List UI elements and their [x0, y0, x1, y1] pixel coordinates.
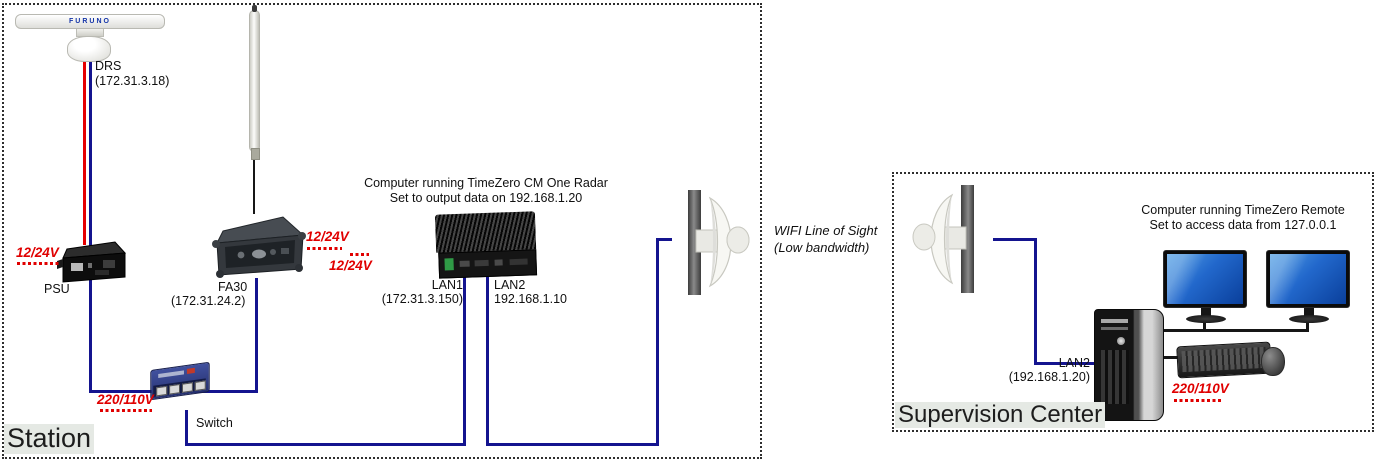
fa30-power-bottom-label: 12/24V [329, 258, 372, 273]
switch-label: Switch [196, 416, 233, 430]
rugged-computer-icon [434, 211, 538, 279]
wifi-link-caption: WIFI Line of Sight (Low bandwidth) [758, 222, 892, 256]
switch-power-label: 220/110V [97, 392, 154, 407]
psu-icon [55, 239, 129, 285]
cable-monitors-horizontal [1160, 329, 1309, 332]
drs-label: DRS [95, 59, 122, 73]
tower-pc-icon [1094, 309, 1164, 421]
cable-lan1-vertical [463, 277, 466, 446]
monitor1-icon [1163, 250, 1249, 323]
fa30-power-bottom-dots [350, 253, 369, 256]
wifi-link-line1: WIFI Line of Sight [774, 223, 878, 238]
supervision-title: Supervision Center [895, 401, 1106, 429]
cable-antenna-stub [656, 238, 672, 241]
drs-ip: (172.31.3.18) [95, 74, 170, 88]
supervision-wifi-dish-icon [900, 185, 982, 293]
supervision-computer-caption: Computer running TimeZero Remote Set to … [1112, 203, 1374, 233]
station-title: Station [4, 423, 95, 454]
station-computer-caption: Computer running TimeZero CM One Radar S… [340, 176, 632, 206]
antenna-pole [688, 190, 701, 295]
whip-antenna-icon [249, 5, 260, 160]
fa30-power-top-dots [307, 247, 342, 250]
supervision-box [892, 172, 1374, 432]
mouse-icon [1261, 347, 1285, 376]
cable-lan2-vertical [486, 277, 489, 446]
monitor2-screen [1270, 254, 1346, 304]
psu-power-label: 12/24V [16, 245, 59, 260]
cable-drs-power [83, 55, 86, 245]
monitor1-screen [1167, 254, 1243, 304]
cable-fa30-switch-vertical [255, 278, 258, 393]
cable-switch-down [185, 410, 188, 446]
computer-port-green [444, 258, 454, 271]
cable-monitor2-stub [1306, 318, 1309, 331]
supervision-caption-line1: Computer running TimeZero Remote [1141, 203, 1345, 217]
cable-sup-antenna-horizontal [993, 238, 1037, 241]
supervision-caption-line2: Set to access data from 127.0.0.1 [1149, 218, 1337, 232]
supervision-power-dots [1174, 399, 1222, 402]
station-box [2, 3, 762, 459]
lan1-label: LAN1 (172.31.3.150) [381, 278, 463, 306]
radar-antenna-icon: FURUNO [15, 14, 165, 62]
lan2-label: LAN2 192.168.1.10 [494, 278, 567, 306]
psu-power-dots [17, 262, 60, 265]
cable-sup-tower-horizontal [1034, 362, 1095, 365]
radar-array-bar: FURUNO [15, 14, 165, 29]
cable-drs-data-vertical [89, 55, 92, 393]
radar-pedestal [67, 36, 111, 62]
cable-antenna-vertical [656, 238, 659, 446]
switch-logo-dot [186, 367, 195, 374]
cable-monitor1-stub [1203, 318, 1206, 331]
psu-label: PSU [44, 282, 70, 296]
cable-keyboard [1160, 356, 1182, 359]
cable-sup-vertical [1034, 238, 1037, 365]
switch-power-dots [100, 409, 152, 412]
network-switch-icon [150, 361, 216, 412]
supervision-lan2-label: LAN2 (192.168.1.20) [1008, 356, 1090, 384]
keyboard-icon [1176, 341, 1272, 379]
station-wifi-dish-icon [680, 190, 762, 295]
cable-switch-lan1-horizontal [185, 443, 466, 446]
cable-whip-antenna [253, 150, 255, 214]
wifi-link-line2: (Low bandwidth) [774, 240, 870, 255]
fa30-icon [207, 213, 307, 283]
cable-lan2-horizontal [486, 443, 659, 446]
fa30-power-top-label: 12/24V [306, 229, 349, 244]
switch-brand-mark [158, 370, 184, 379]
station-computer-caption-line2: Set to output data on 192.168.1.20 [389, 191, 583, 205]
monitor2-icon [1266, 250, 1352, 323]
station-computer-caption-line1: Computer running TimeZero CM One Radar [364, 176, 608, 190]
fa30-label: FA30 [218, 280, 248, 294]
supervision-power-label: 220/110V [1172, 381, 1229, 396]
fa30-ip: (172.31.24.2) [171, 294, 246, 308]
